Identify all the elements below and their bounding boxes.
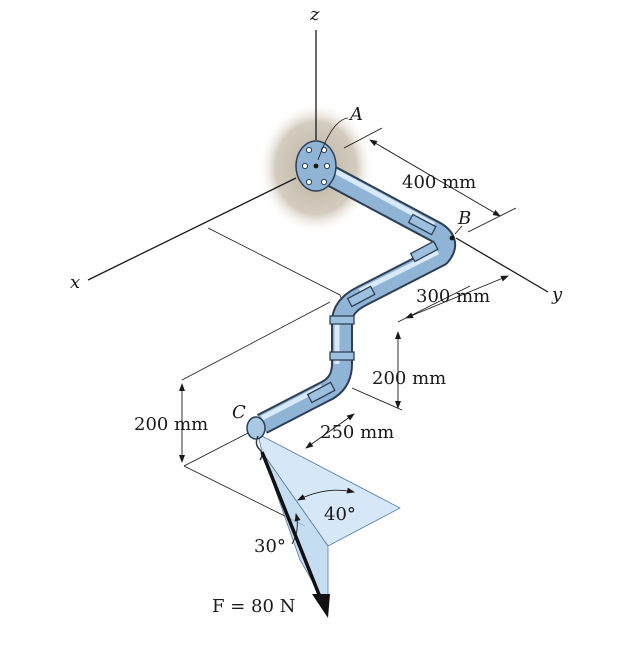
x-axis-label: x bbox=[70, 272, 80, 293]
construction-line-5 bbox=[181, 301, 331, 381]
force-arrowhead bbox=[312, 594, 330, 618]
construction-line-1 bbox=[207, 227, 341, 296]
dim-400-label: 400 mm bbox=[402, 172, 476, 193]
force-label: F = 80 N bbox=[212, 596, 295, 617]
dim-400-line bbox=[369, 139, 501, 217]
point-b-label: B bbox=[457, 208, 471, 229]
hook bbox=[255, 435, 263, 461]
y-axis-label: y bbox=[551, 284, 563, 305]
pipe-body bbox=[257, 162, 455, 432]
y-axis bbox=[455, 237, 549, 293]
leader-b bbox=[454, 225, 463, 235]
force-arrow bbox=[260, 451, 324, 603]
dim-200-left-label: 200 mm bbox=[134, 414, 208, 435]
angle-40-label: 40° bbox=[324, 504, 356, 525]
dim-200-mid-label: 200 mm bbox=[372, 368, 446, 389]
angle-30-label: 30° bbox=[254, 536, 286, 557]
z-axis-label: z bbox=[309, 4, 320, 25]
dim-200-mid-ext bbox=[351, 387, 403, 411]
point-c-label: C bbox=[232, 402, 246, 423]
construction-line-3 bbox=[183, 431, 251, 467]
dim-250-label: 250 mm bbox=[320, 422, 394, 443]
dim-250-line bbox=[305, 413, 355, 449]
point-a-label: A bbox=[348, 104, 363, 125]
angle-arc-40 bbox=[297, 487, 355, 501]
pipe-couplings bbox=[306, 213, 439, 404]
dim-300-label: 300 mm bbox=[416, 286, 490, 307]
x-axis bbox=[87, 177, 297, 281]
dim-400-ext-1 bbox=[343, 127, 383, 149]
leader-a bbox=[317, 117, 349, 161]
dim-300-line bbox=[405, 275, 509, 319]
point-b-dot bbox=[449, 235, 455, 241]
flange-bolts bbox=[301, 146, 331, 186]
point-a-dot bbox=[313, 163, 319, 169]
angle-arc-30 bbox=[291, 513, 301, 545]
dim-400-ext-2 bbox=[467, 207, 517, 233]
pipe-end-c bbox=[246, 416, 266, 440]
